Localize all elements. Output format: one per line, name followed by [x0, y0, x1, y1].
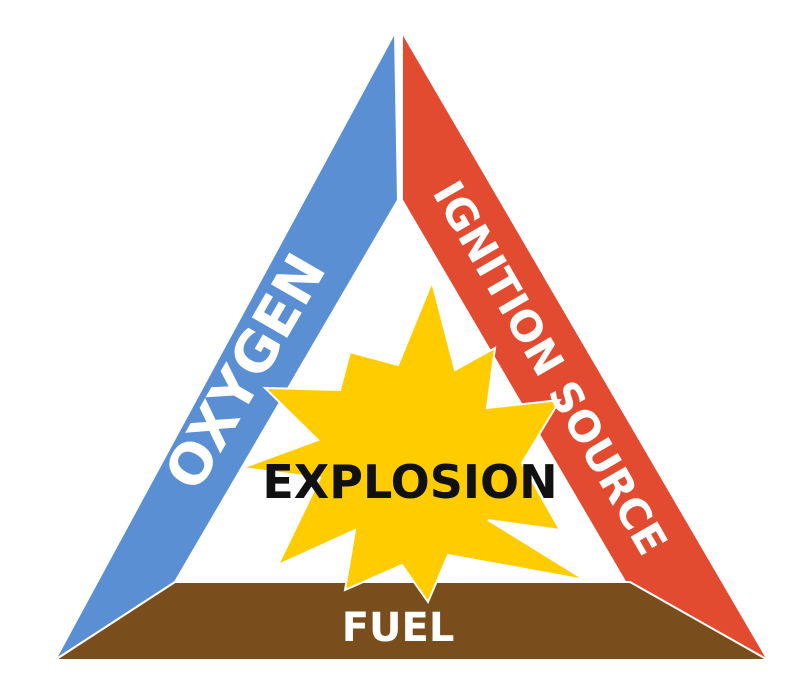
ignition-source-side: [401, 28, 771, 663]
explosion-burst-icon: [241, 278, 586, 605]
fuel-side: [51, 581, 772, 661]
fuel-label: FUEL: [342, 605, 455, 651]
explosion-label: EXPLOSION: [262, 455, 557, 509]
